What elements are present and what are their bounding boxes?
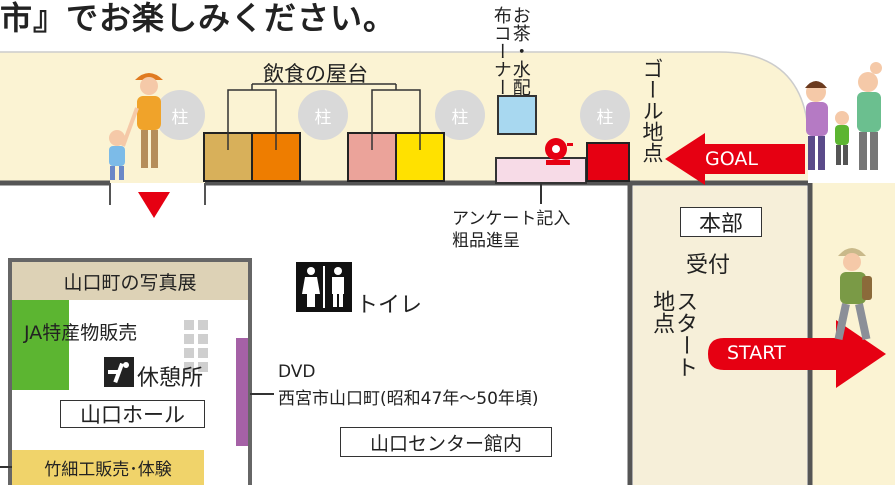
food-stall-3 <box>347 132 397 182</box>
headquarters-label: 本部 <box>680 207 762 237</box>
chairs-icon <box>184 320 208 372</box>
dvd-description: 西宮市山口町(昭和47年〜50年頃) <box>278 389 539 409</box>
pillar-label: 柱 <box>451 107 469 128</box>
header-partial-title: 市』でお楽しみください。 <box>0 0 397 37</box>
goal-arrow <box>665 133 805 185</box>
dvd-screen <box>236 338 248 446</box>
pillar-label: 柱 <box>171 107 189 128</box>
photo-exhibition-label: 山口町の写真展 <box>63 271 197 294</box>
tea-water-box <box>497 95 537 135</box>
survey-label-line1: アンケート記入 <box>452 209 571 229</box>
yamaguchi-hall-label: 山口ホール <box>60 400 205 428</box>
start-arrow-label: START <box>727 342 786 364</box>
toilet-icon <box>296 262 352 312</box>
reception-label: 受付 <box>686 253 731 278</box>
ja-sales-label: JA特産物販売 <box>24 322 138 344</box>
dvd-title: DVD <box>278 362 316 382</box>
rest-area-label: 休憩所 <box>137 366 204 391</box>
prize-wheel-icon <box>545 138 573 165</box>
yamaguchi-hall-text: 山口ホール <box>80 403 185 427</box>
dvd-leader-line <box>250 393 274 395</box>
toilet-label: トイレ <box>356 293 423 318</box>
pillar-3: 柱 <box>435 90 485 140</box>
hiker-illustration <box>834 248 872 341</box>
child-with-mother-illustration <box>109 73 163 180</box>
bamboo-craft-label: 竹細工販売･体験 <box>44 460 172 480</box>
marker-triangle-icon <box>138 192 170 218</box>
photo-exhibition-band: 山口町の写真展 <box>12 262 248 300</box>
start-point-label: スタート地点 <box>649 290 698 378</box>
center-label: 山口センター館内 <box>340 427 552 457</box>
center-label-text: 山口センター館内 <box>369 432 522 455</box>
headquarters-text: 本部 <box>698 212 743 237</box>
bamboo-leader-line <box>0 466 12 468</box>
pillar-1: 柱 <box>155 90 205 140</box>
survey-leader-line <box>540 184 542 204</box>
pillar-2: 柱 <box>298 90 348 140</box>
pillar-4: 柱 <box>580 90 630 140</box>
family-illustration <box>805 62 882 170</box>
tea-water-label: お茶・水配布コーナー <box>490 6 531 96</box>
pillar-label: 柱 <box>314 107 332 128</box>
survey-label-line2: 粗品進呈 <box>452 231 520 251</box>
ja-sales-area <box>12 300 69 390</box>
goal-point-label: ゴール地点 <box>640 58 664 163</box>
goal-stand <box>586 142 630 182</box>
pillar-label: 柱 <box>596 107 614 128</box>
rest-area-icon <box>104 357 134 387</box>
goal-arrow-label: GOAL <box>705 148 758 170</box>
food-stalls-label: 飲食の屋台 <box>263 62 368 86</box>
bamboo-craft-area: 竹細工販売･体験 <box>12 450 204 485</box>
